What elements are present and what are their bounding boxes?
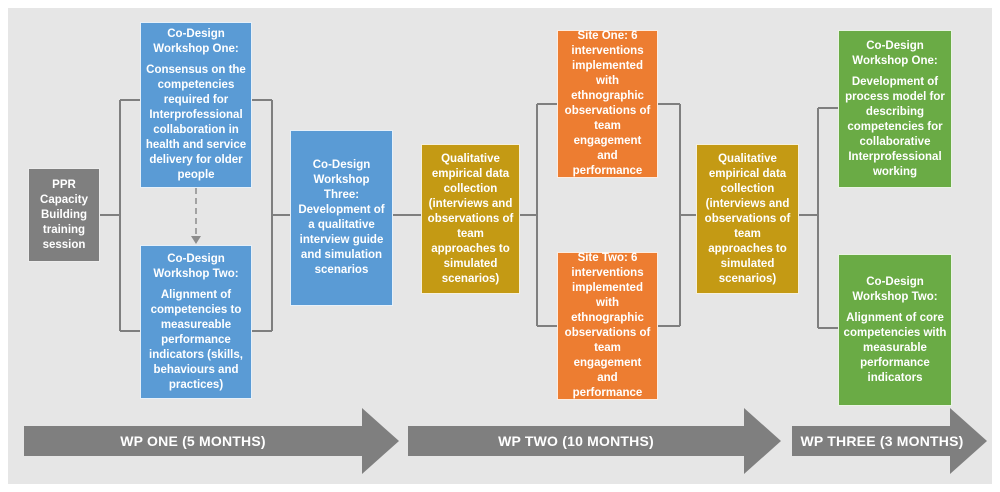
wp-three-label: WP THREE (3 MONTHS) bbox=[800, 433, 964, 449]
site-one-box: Site One: 6 interventions implemented wi… bbox=[557, 30, 658, 178]
wp-three-arrow bbox=[792, 408, 987, 474]
workshop-two-box: Co-Design Workshop Two: Alignment of com… bbox=[140, 245, 252, 399]
site-two-text: Site Two: 6 interventions implemented wi… bbox=[564, 252, 651, 399]
workshop-one-body: Consensus on the competencies required f… bbox=[145, 64, 247, 181]
workshop-three-title: Co-Design Workshop Three: bbox=[312, 159, 371, 201]
ppr-training-text: PPR Capacity Building training session bbox=[40, 178, 88, 251]
green-workshop-one-title: Co-Design Workshop One: bbox=[852, 39, 938, 67]
qualitative-collection-text-2: Qualitative empirical data collection (i… bbox=[704, 152, 791, 285]
wp-two-label: WP TWO (10 MONTHS) bbox=[498, 433, 654, 449]
dashed-arrow bbox=[191, 188, 201, 244]
workshop-three-box: Co-Design Workshop Three: Development of… bbox=[290, 130, 393, 306]
wp-one-label: WP ONE (5 MONTHS) bbox=[120, 433, 266, 449]
qualitative-collection-box-1: Qualitative empirical data collection (i… bbox=[421, 144, 520, 294]
qualitative-collection-text-1: Qualitative empirical data collection (i… bbox=[427, 152, 514, 285]
workshop-one-title: Co-Design Workshop One: bbox=[153, 28, 239, 55]
connector-lines bbox=[24, 99, 987, 474]
green-workshop-one-body: Development of process model for describ… bbox=[845, 75, 945, 178]
qualitative-collection-box-2: Qualitative empirical data collection (i… bbox=[696, 144, 799, 294]
workshop-two-body: Alignment of competencies to measureable… bbox=[149, 288, 243, 391]
diagram-canvas: PPR Capacity Building training session C… bbox=[8, 8, 992, 484]
wp-two-arrow bbox=[408, 408, 781, 474]
workshop-two-title: Co-Design Workshop Two: bbox=[153, 252, 239, 280]
site-two-box: Site Two: 6 interventions implemented wi… bbox=[557, 252, 658, 400]
green-workshop-two-body: Alignment of core competencies with meas… bbox=[843, 311, 947, 384]
site-one-text: Site One: 6 interventions implemented wi… bbox=[564, 30, 651, 177]
ppr-training-box: PPR Capacity Building training session bbox=[28, 168, 100, 262]
green-workshop-two-box: Co-Design Workshop Two: Alignment of cor… bbox=[838, 254, 952, 406]
workshop-three-body: Development of a qualitative interview g… bbox=[298, 204, 385, 276]
workshop-one-box: Co-Design Workshop One: Consensus on the… bbox=[140, 22, 252, 188]
wp-one-arrow bbox=[24, 408, 399, 474]
green-workshop-one-box: Co-Design Workshop One: Development of p… bbox=[838, 30, 952, 188]
green-workshop-two-title: Co-Design Workshop Two: bbox=[852, 275, 938, 303]
